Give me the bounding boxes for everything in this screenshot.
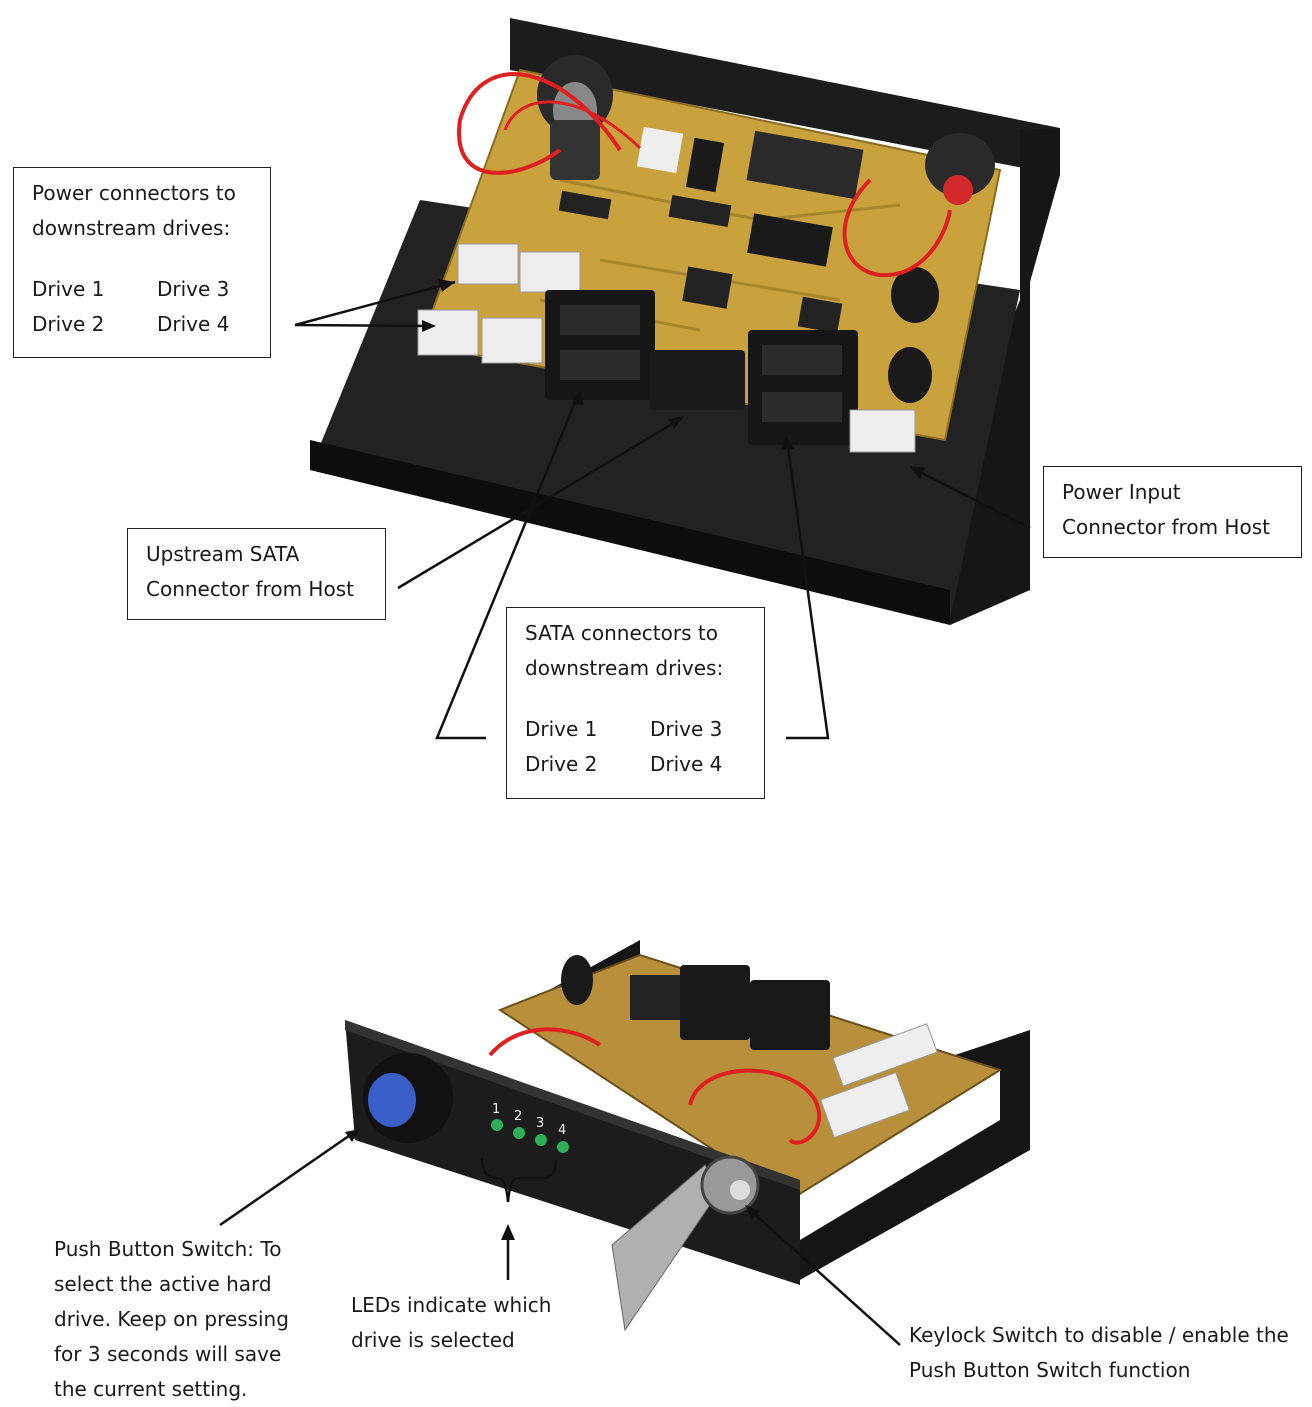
push-button-note: Push Button Switch: To select the active… <box>54 1232 324 1407</box>
push-button-cap[interactable] <box>368 1073 416 1127</box>
leds-note-line: drive is selected <box>351 1328 515 1352</box>
leds-note-line: LEDs indicate which <box>351 1293 552 1317</box>
led-3 <box>535 1134 547 1146</box>
top-device-photo <box>310 18 1060 625</box>
power-connectors-title-line1: Power connectors to <box>32 181 236 205</box>
push-button-note-line: for 3 seconds will save <box>54 1342 282 1366</box>
sata-connectors-title-line1: SATA connectors to <box>525 621 718 645</box>
power-drive-1: Drive 1 <box>32 277 105 301</box>
power-drive-2: Drive 2 <box>32 312 105 336</box>
push-button-note-line: Push Button Switch: To <box>54 1237 282 1261</box>
led-2 <box>513 1127 525 1139</box>
sata-drive-4: Drive 4 <box>650 752 723 776</box>
power-input-line1: Power Input <box>1062 480 1181 504</box>
power-input-line2: Connector from Host <box>1062 515 1270 539</box>
chassis-rear-wall <box>510 18 1060 175</box>
pcb-board-bottom <box>497 953 1003 1202</box>
led-digit-1: 1 <box>492 1102 500 1117</box>
arrowheads <box>345 279 925 1240</box>
chassis-right-bracket <box>800 1030 1030 1280</box>
led-digit-3: 3 <box>536 1116 544 1131</box>
led-4 <box>557 1141 569 1153</box>
keylock-note-line: Push Button Switch function <box>909 1358 1191 1382</box>
bottom-device-photo: 1 2 3 4 <box>345 940 1030 1332</box>
power-drive-3: Drive 3 <box>157 277 230 301</box>
upstream-sata-callout: Upstream SATA Connector from Host <box>127 528 386 620</box>
led-digit-4: 4 <box>558 1123 566 1138</box>
sata-drive-3: Drive 3 <box>650 717 723 741</box>
push-button-note-line: select the active hard <box>54 1272 272 1296</box>
leader-lines <box>219 280 1031 1346</box>
sata-drive-1: Drive 1 <box>525 717 598 741</box>
sata-drive-2: Drive 2 <box>525 752 598 776</box>
led-1 <box>491 1119 503 1131</box>
power-connectors-callout: Power connectors to downstream drives: D… <box>13 167 271 358</box>
sata-connectors-callout: SATA connectors to downstream drives: Dr… <box>506 607 765 799</box>
chassis-base-edge <box>310 440 950 625</box>
power-input-callout: Power Input Connector from Host <box>1043 466 1302 558</box>
led-digit-2: 2 <box>514 1109 522 1124</box>
keylock-note: Keylock Switch to disable / enable the P… <box>909 1318 1309 1388</box>
keylock-switch[interactable] <box>700 1155 760 1215</box>
push-button-note-line: drive. Keep on pressing <box>54 1307 289 1331</box>
sata-connectors-title-line2: downstream drives: <box>525 656 724 680</box>
upstream-sata-line1: Upstream SATA <box>146 542 300 566</box>
upstream-sata-line2: Connector from Host <box>146 577 354 601</box>
push-button-note-line: the current setting. <box>54 1377 248 1401</box>
leds-note: LEDs indicate which drive is selected <box>351 1288 581 1358</box>
power-drive-4: Drive 4 <box>157 312 230 336</box>
power-connectors-title-line2: downstream drives: <box>32 216 231 240</box>
keylock-note-line: Keylock Switch to disable / enable the <box>909 1323 1289 1347</box>
